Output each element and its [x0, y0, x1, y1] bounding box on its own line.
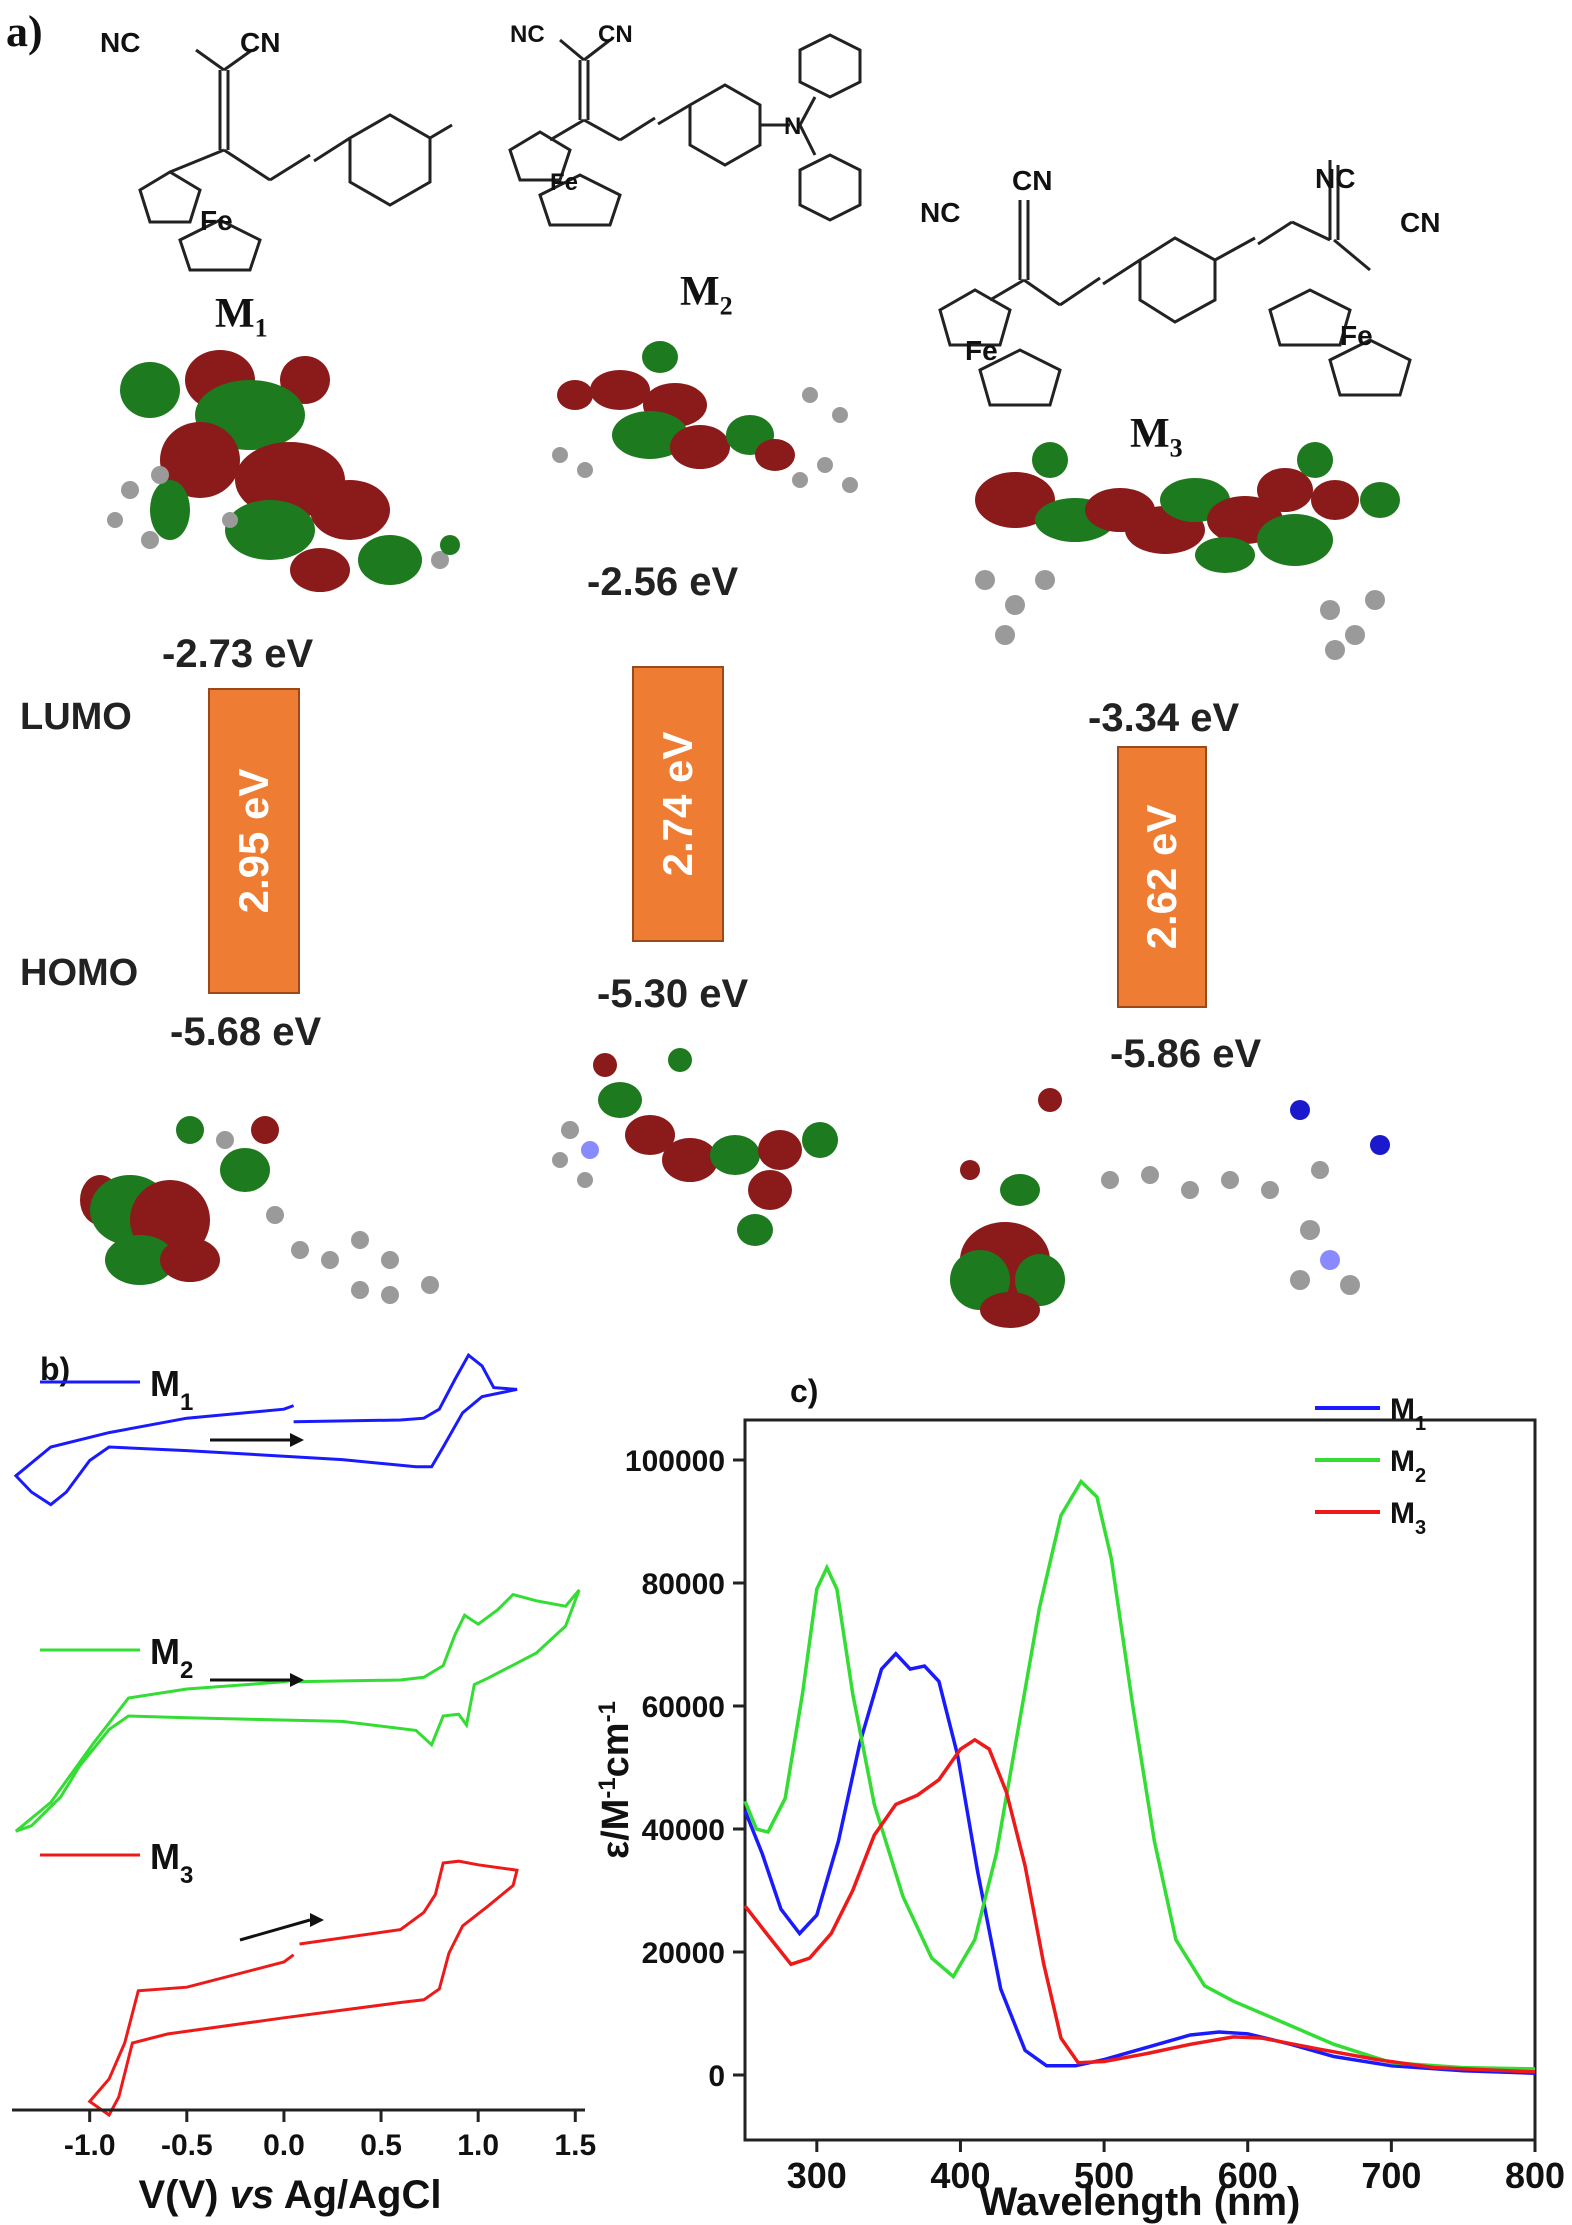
lumo-orbital-m2 — [552, 341, 858, 493]
atom-cn-m2: CN — [598, 21, 633, 48]
homo-orbital-m1 — [80, 1116, 439, 1304]
uv-x-ticks: 300 400 500 600 700 800 — [787, 2140, 1565, 2196]
lumo-label: LUMO — [20, 696, 132, 738]
gap-value-m1: 2.95 eV — [230, 768, 277, 914]
cv-x-ticks: -1.0 -0.5 0.0 0.5 1.0 1.5 — [64, 2110, 596, 2162]
lumo-energy-m2: -2.56 eV — [587, 560, 739, 604]
atom-cn-m3b: CN — [1400, 207, 1440, 238]
homo-energy-m1: -5.68 eV — [170, 1010, 322, 1054]
homo-orbital-m3 — [950, 1088, 1390, 1328]
uv-legend-label-m1: M1 — [1390, 1393, 1426, 1435]
uv-trace-m3 — [743, 1737, 1536, 2074]
uv-x-tick-label: 500 — [1074, 2155, 1134, 2196]
lumo-orbital-m1 — [107, 350, 460, 592]
cv-x-tick-label: 0.5 — [360, 2129, 402, 2162]
uv-x-tick-label: 800 — [1505, 2155, 1565, 2196]
lumo-energy-m3: -3.34 eV — [1088, 696, 1240, 740]
uv-trace-m2 — [743, 1478, 1536, 2071]
atom-nc-m2: NC — [510, 21, 545, 48]
atom-n-m2: N — [784, 113, 801, 140]
atom-cn-m1: CN — [240, 27, 280, 58]
uv-y-tick-label: 80000 — [642, 1568, 725, 1601]
uv-y-tick-label: 60000 — [642, 1691, 725, 1724]
cv-trace-m2 — [14, 1589, 581, 1833]
gap-box-m1: 2.95 eV — [208, 688, 300, 994]
lumo-energy-m1: -2.73 eV — [162, 632, 314, 676]
gap-box-m2: 2.74 eV — [632, 666, 724, 942]
uv-legend-label-m3: M3 — [1390, 1497, 1426, 1539]
cv-legend-label-m3: M3 — [150, 1836, 193, 1889]
cv-x-tick-label: 1.0 — [457, 2129, 499, 2162]
chart-c: c) 0 20000 40000 60000 80000 100000 300 400 500… — [594, 1373, 1566, 2224]
structure-m3: NC CN NC CN Fe Fe — [920, 160, 1440, 407]
cv-scan-arrowhead-m1 — [290, 1433, 304, 1447]
gap-value-m3: 2.62 eV — [1138, 804, 1185, 950]
uv-y-axis-label: ε/M-1cm-1 — [594, 1701, 638, 1859]
uv-x-tick-label: 400 — [930, 2155, 990, 2196]
structure-m1: NC CN Fe — [100, 27, 453, 272]
lumo-orbital-m3 — [975, 442, 1400, 660]
atom-cn-m3a: CN — [1012, 165, 1052, 196]
homo-energy-m3: -5.86 eV — [1110, 1032, 1262, 1076]
cv-trace-m1 — [13, 1352, 518, 1507]
uv-x-tick-label: 600 — [1218, 2155, 1278, 2196]
gap-value-m2: 2.74 eV — [654, 731, 701, 877]
cv-x-tick-label: -0.5 — [161, 2129, 213, 2162]
cv-x-axis-label: V(V) vs Ag/AgCl — [138, 2173, 441, 2217]
uv-y-ticks: 0 20000 40000 60000 80000 100000 — [625, 1445, 745, 2093]
uv-x-axis-label: Wavelength (nm) — [980, 2180, 1301, 2224]
uv-x-tick-label: 300 — [787, 2155, 847, 2196]
label-m2: M2 — [680, 269, 733, 321]
cv-scan-arrowhead-m2 — [290, 1673, 304, 1687]
atom-fe-m3a: Fe — [965, 335, 998, 366]
cv-x-tick-label: 0.0 — [263, 2129, 305, 2162]
uv-y-tick-label: 0 — [708, 2060, 725, 2093]
uv-x-tick-label: 700 — [1361, 2155, 1421, 2196]
label-m3: M3 — [1130, 411, 1183, 463]
uv-series-group — [743, 1478, 1536, 2075]
atom-nc-m3a: NC — [920, 197, 960, 228]
cv-x-tick-label: 1.5 — [554, 2129, 596, 2162]
uv-plot-frame — [743, 1418, 1537, 2142]
cv-x-tick-label: -1.0 — [64, 2129, 116, 2162]
homo-energy-m2: -5.30 eV — [597, 972, 749, 1016]
homo-orbital-m2 — [552, 1048, 838, 1246]
cv-scan-arrow-m3 — [239, 1918, 311, 1942]
atom-fe-m3b: Fe — [1340, 320, 1373, 351]
cv-legend-label-m2: M2 — [150, 1631, 193, 1684]
gap-box-m3: 2.62 eV — [1117, 746, 1207, 1008]
cv-scan-arrowhead-m3 — [310, 1913, 324, 1927]
structure-m2: NC CN Fe N — [508, 21, 862, 227]
uv-y-tick-label: 20000 — [642, 1937, 725, 1970]
uv-legend-label-m2: M2 — [1390, 1445, 1426, 1487]
atom-fe-m1: Fe — [200, 205, 233, 236]
label-m1: M1 — [215, 291, 268, 343]
atom-nc-m3b: NC — [1315, 163, 1355, 194]
cv-trace-m3 — [87, 1859, 519, 2118]
homo-label: HOMO — [20, 952, 139, 994]
uv-y-tick-label: 100000 — [625, 1445, 725, 1478]
panel-c-label: c) — [790, 1373, 818, 1409]
atom-fe-m2: Fe — [550, 169, 578, 196]
atom-nc-m1: NC — [100, 27, 140, 58]
cv-legend-label-m1: M1 — [150, 1363, 193, 1416]
uv-y-tick-label: 40000 — [642, 1814, 725, 1847]
panel-a-label: a) — [6, 7, 43, 56]
